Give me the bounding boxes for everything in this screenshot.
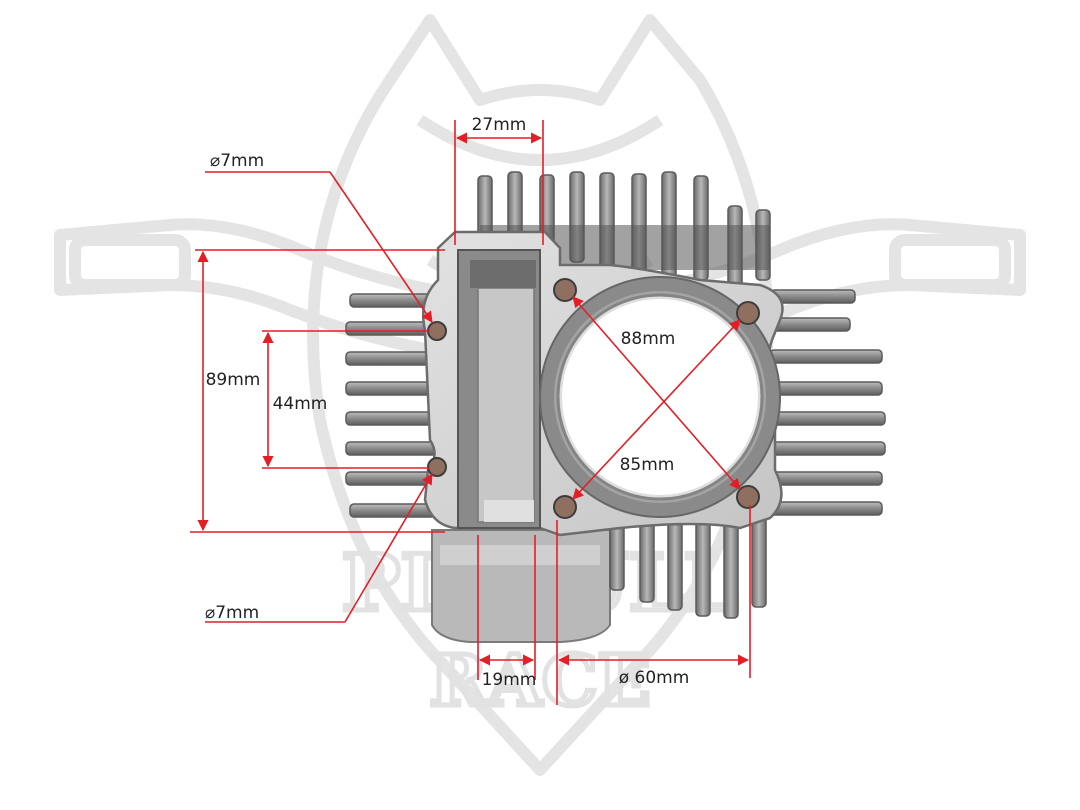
label-port-width: 19mm [482, 670, 537, 690]
label-hole-bottom: ⌀7mm [205, 603, 259, 623]
fins-right [769, 289, 886, 516]
stud-hole-bottom-right-bore [736, 485, 760, 509]
label-diag-lower: 85mm [620, 455, 675, 475]
label-height-holes: 44mm [273, 394, 328, 414]
label-hole-top: ⌀7mm [210, 151, 264, 171]
leader-hole-top [329, 171, 433, 323]
fins-bottom [609, 514, 767, 619]
label-height-total: 89mm [206, 370, 261, 390]
watermark-grip-right [889, 234, 1011, 291]
stud-hole-upper-tunnel [427, 321, 447, 341]
dim-line-85mm [572, 319, 741, 500]
stud-hole-lower-tunnel [427, 457, 447, 477]
stud-holes [427, 278, 760, 519]
stud-hole-top-left-bore [553, 278, 577, 302]
label-top-width: 27mm [472, 115, 527, 135]
leader-hole-bottom [344, 473, 433, 623]
watermark-line2: RACE [429, 639, 651, 722]
label-bore: ø 60mm [619, 668, 690, 688]
dimension-lines [190, 120, 751, 705]
dimension-labels: 27mm ⌀7mm 89mm 44mm ⌀7mm 88mm 85mm 19mm … [205, 115, 689, 690]
label-diag-upper: 88mm [621, 329, 676, 349]
stud-hole-bottom-left-bore [553, 495, 577, 519]
watermark-grip-left [69, 234, 191, 291]
